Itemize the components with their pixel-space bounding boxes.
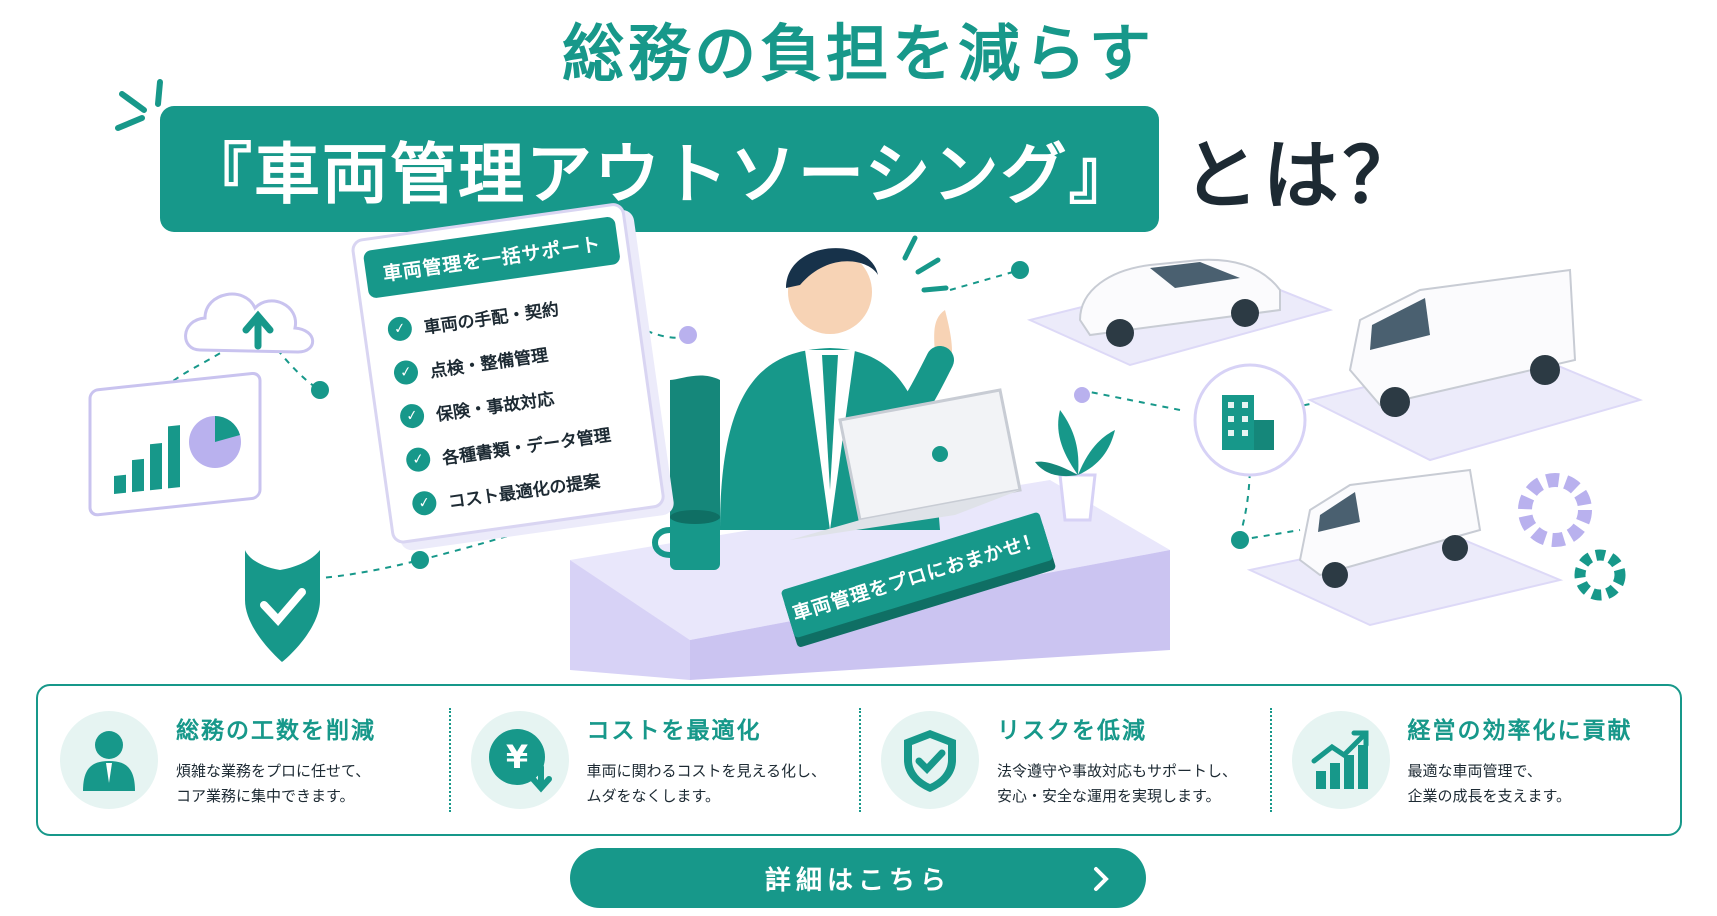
check-icon: ✓ [398,402,426,430]
benefit-item: 経営の効率化に貢献 最適な車両管理で、 企業の成長を支えます。 [1269,686,1681,834]
minivan-car [1298,468,1482,588]
headline-line1: 総務の負担を減らす [562,17,1155,90]
growth-chart-icon [1291,711,1390,809]
benefit-title: 総務の工数を削減 [176,718,376,744]
burst-lines-icon [115,79,163,131]
shield-check-icon [245,550,320,662]
dashboard-chart-icon [88,371,262,517]
laptop [790,388,1022,540]
headline-highlight-box: 『車両管理アウトソーシング』 [160,106,1159,232]
checklist-items: ✓車両の手配・契約 ✓点検・整備管理 ✓保険・事故対応 ✓各種書類・データ管理 … [385,274,661,526]
van-car [1348,268,1577,417]
benefit-desc-line1: 煩雑な業務をプロに任せて、 [176,762,371,780]
benefit-title: リスクを低減 [997,718,1147,744]
check-icon: ✓ [386,315,414,343]
building-icon [1193,363,1307,477]
check-icon: ✓ [404,446,432,474]
connector-dots [311,261,1249,569]
check-icon: ✓ [392,358,420,387]
illustration: 車両管理を一括サポート ✓車両の手配・契約 ✓点検・整備管理 ✓保険・事故対応 … [0,201,1717,680]
benefit-desc-line1: 車両に関わるコストを見える化し、 [586,762,827,780]
benefit-title: コストを最適化 [586,718,762,744]
sedan-car [1078,258,1281,347]
benefits-panel: 総務の工数を削減 煩雑な業務をプロに任せて、 コア業務に集中できます。 ¥ コス… [36,684,1682,836]
headline-question: とは？ [1182,131,1423,220]
benefit-desc-line2: 安心・安全な運用を実現します。 [997,787,1221,805]
attention-lines-icon [902,235,949,293]
illustration-scene [88,235,1644,680]
details-button[interactable]: 詳細はこちら [570,848,1146,908]
connector-dots-lavender [679,326,1090,403]
benefit-item: ¥ コストを最適化 車両に関わるコストを見える化し、 ムダをなくします。 [448,686,860,834]
benefit-desc-line1: 最適な車両管理で、 [1407,762,1542,780]
support-checklist-card: 車両管理を一括サポート ✓車両の手配・契約 ✓点検・整備管理 ✓保険・事故対応 … [350,201,667,546]
details-button-label: 詳細はこちら [764,865,951,896]
check-icon: ✓ [410,489,438,517]
cloud-upload-icon [184,292,315,354]
benefit-item: リスクを低減 法令遵守や事故対応もサポートし、 安心・安全な運用を実現します。 [859,686,1270,834]
svg-text:¥: ¥ [505,738,527,776]
person-icon [60,711,158,809]
benefit-desc-line2: 企業の成長を支えます。 [1407,787,1572,805]
benefit-desc-line2: コア業務に集中できます。 [176,787,355,805]
headline-line2: 『車両管理アウトソーシング』 とは？ [160,106,1423,232]
benefit-desc-line1: 法令遵守や事故対応もサポートし、 [997,762,1238,780]
yen-down-icon: ¥ [470,711,569,809]
benefit-item: 総務の工数を削減 煩雑な業務をプロに任せて、 コア業務に集中できます。 [38,686,449,834]
chair [670,375,720,540]
chevron-right-icon [1094,867,1109,891]
benefit-title: 経営の効率化に貢献 [1407,718,1633,744]
potted-plant [1035,410,1115,522]
benefit-desc-line2: ムダをなくします。 [586,787,721,805]
shield-check-icon [881,711,979,809]
coffee-mug [652,510,720,570]
gear-icon [1518,473,1626,601]
